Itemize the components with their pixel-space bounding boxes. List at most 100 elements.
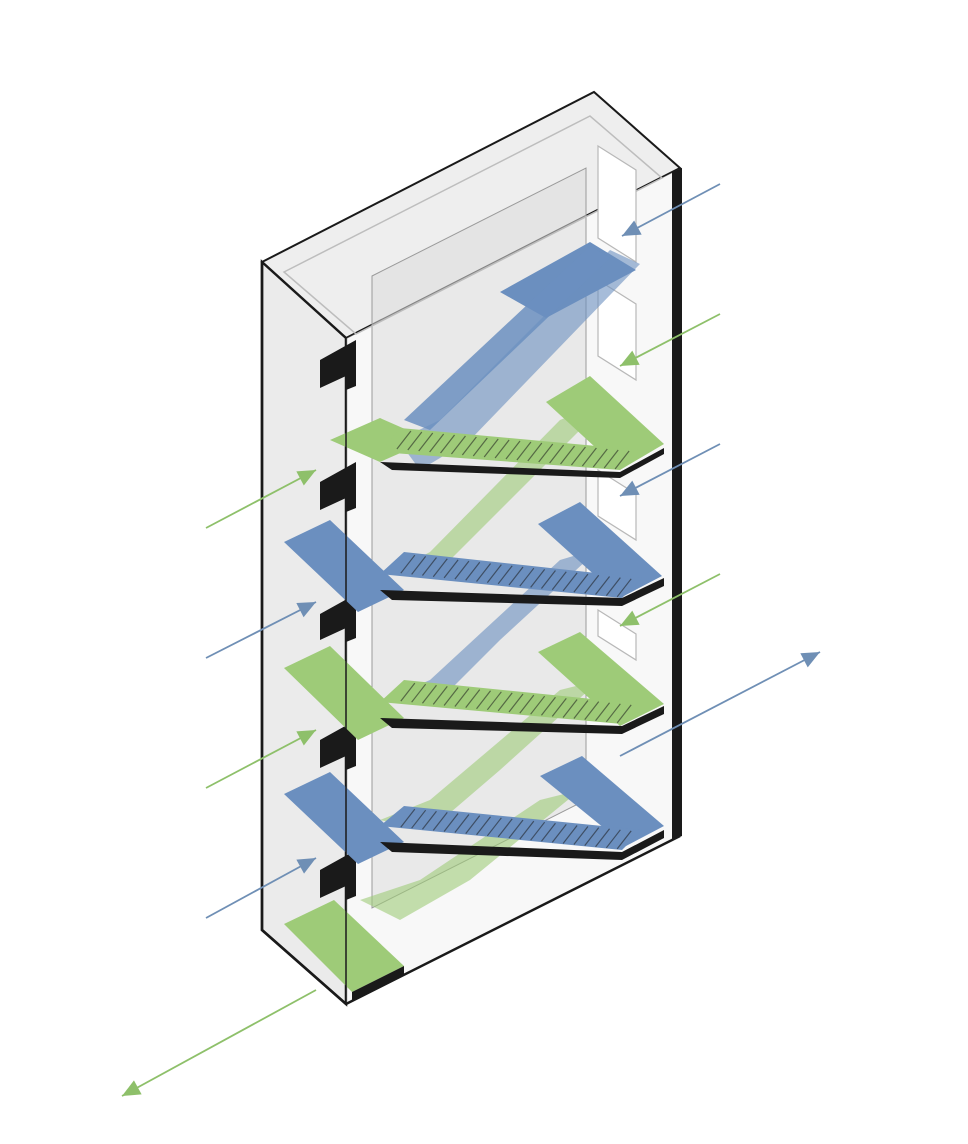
stair-step: [508, 693, 524, 713]
stair-step: [592, 448, 608, 468]
stair-step-ticks: [396, 430, 632, 850]
stair-step: [432, 685, 448, 705]
stair-step: [581, 447, 597, 467]
stair-step: [429, 433, 445, 453]
stair-step: [605, 829, 621, 849]
stair-step: [605, 577, 621, 597]
stair-step: [411, 555, 427, 575]
blue-arrowhead: [800, 652, 820, 668]
green-arrowhead: [620, 350, 640, 366]
right-window-openings: [597, 144, 637, 662]
stair-step: [508, 566, 524, 586]
stair-step: [483, 438, 499, 458]
stair-step: [584, 827, 600, 847]
left-wall-notches: [320, 340, 356, 900]
circulation-arrows: [121, 183, 821, 1097]
stair-step: [486, 564, 502, 584]
stair-step: [472, 437, 488, 457]
stair-step: [573, 826, 589, 845]
stair-step: [527, 442, 543, 462]
stair-step: [616, 578, 632, 598]
stair-step: [595, 702, 611, 722]
blue-flow-arrow: [205, 857, 317, 919]
blue-flow-arrow: [205, 601, 317, 659]
stair-step: [540, 570, 556, 589]
green-arrowhead: [296, 470, 316, 486]
stair-run: [380, 680, 600, 830]
stair-step: [440, 434, 456, 454]
stair-step: [465, 815, 481, 835]
stair-step: [443, 687, 459, 706]
blue-arrowhead: [620, 480, 640, 496]
stair-step: [570, 446, 586, 466]
stair-step: [605, 703, 621, 723]
stair-step: [573, 700, 589, 719]
stair-step: [516, 441, 532, 461]
stair-step: [411, 683, 427, 703]
stair-step: [530, 695, 546, 715]
stair-step: [508, 819, 524, 839]
stair-step: [421, 557, 437, 576]
blue-flow-arrow: [621, 183, 721, 237]
stair-step: [494, 439, 510, 459]
stair-step: [540, 696, 556, 716]
blue-arrowhead: [296, 602, 316, 618]
stair-step: [497, 692, 513, 712]
stair-step: [616, 704, 632, 724]
stair-step: [454, 688, 470, 707]
green-flow-arrow: [205, 729, 317, 789]
stair-step: [560, 445, 576, 465]
stair-step: [450, 435, 466, 455]
stair-step: [461, 436, 477, 456]
stair-step: [530, 821, 546, 841]
stair-step: [549, 444, 565, 464]
stair-step: [443, 559, 459, 579]
stair-step: [519, 567, 535, 587]
stair-step: [595, 576, 611, 595]
blue-arrowhead: [296, 858, 316, 874]
stair-step: [584, 574, 600, 594]
green-arrowhead: [122, 1080, 142, 1096]
stair-step: [465, 689, 481, 709]
stair-step: [396, 430, 412, 450]
stair-step: [519, 820, 535, 840]
stair-step: [538, 443, 554, 463]
shaft-front-outline: [260, 262, 681, 1006]
stair-step: [551, 823, 567, 843]
stair-step: [616, 830, 632, 850]
stair-step: [614, 450, 630, 470]
stair-step: [400, 808, 416, 828]
stair-step: [497, 818, 513, 838]
stair-step: [551, 571, 567, 591]
green-arrowhead: [620, 610, 640, 626]
stair-step: [603, 449, 619, 469]
stair-step: [411, 809, 427, 829]
stair-flight-4: [284, 632, 664, 740]
blue-flow-arrow: [619, 651, 821, 757]
stair-step: [519, 694, 535, 714]
stair-step: [497, 565, 513, 585]
stair-flight-1: [404, 242, 636, 430]
stair-step: [476, 563, 492, 582]
stair-step: [421, 684, 437, 704]
stair-step: [540, 822, 556, 842]
stair-step: [551, 697, 567, 717]
stair-step: [584, 701, 600, 721]
green-flow-arrow: [619, 573, 721, 627]
stair-step: [595, 828, 611, 848]
stair-flight-3: [284, 502, 664, 612]
stair-step: [573, 573, 589, 593]
stair-step: [454, 560, 470, 580]
stair-flight-6: [284, 900, 404, 1000]
stair-step: [486, 691, 502, 711]
stair-flight-5: [284, 756, 664, 864]
stair-step: [443, 813, 459, 832]
stair-step: [400, 554, 416, 574]
green-flow-arrow: [205, 469, 317, 529]
stair-step: [562, 825, 578, 844]
green-arrowhead: [296, 730, 316, 746]
green-flow-arrow: [121, 989, 317, 1097]
stair-step: [432, 811, 448, 831]
stair-step: [454, 814, 470, 833]
